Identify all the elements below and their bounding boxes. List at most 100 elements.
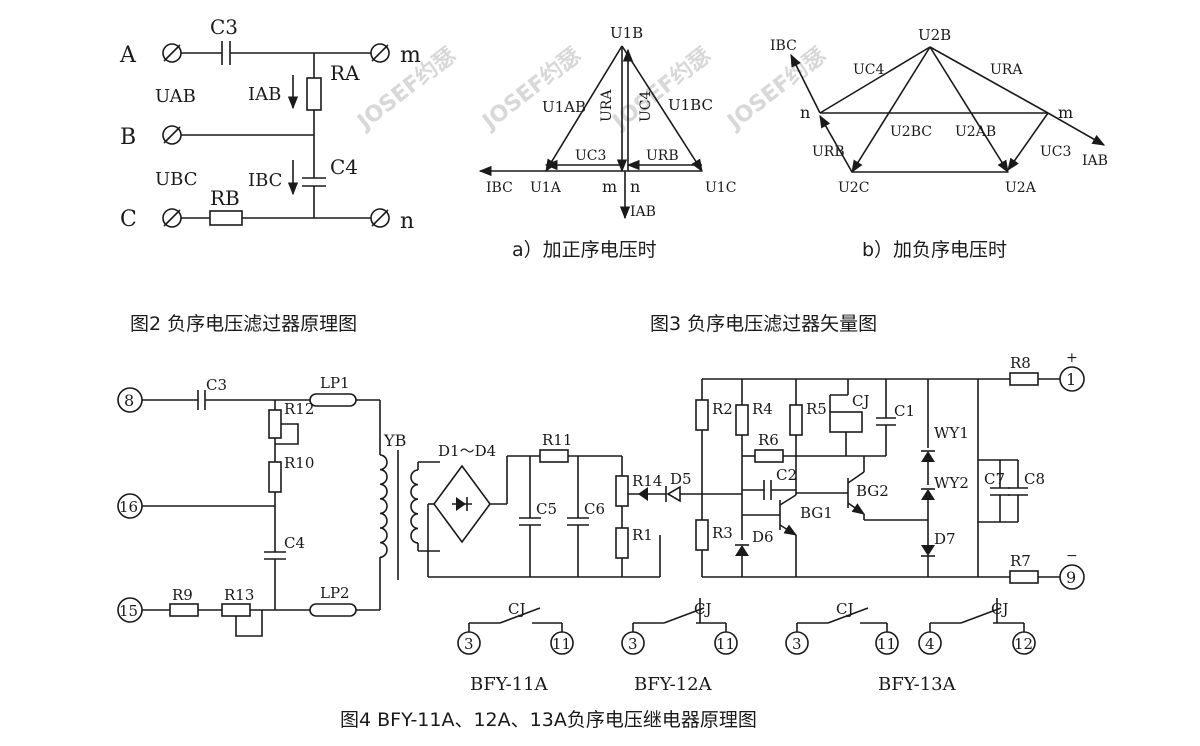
label-U2B: U2B (918, 26, 951, 44)
transistor-BG2 (796, 471, 928, 521)
label-CJ-coil: CJ (852, 392, 870, 410)
watermark-group: JOSEF约瑟 JOSEF约瑟 JOSEF约瑟 JOSEF约瑟 (351, 42, 831, 136)
resistor-R11 (539, 449, 569, 463)
label-C3-f4: C3 (206, 376, 227, 394)
resistor-R1 (615, 527, 629, 559)
label-WY1: WY1 (934, 424, 969, 442)
label-R5: R5 (806, 400, 827, 418)
resistor-RB (209, 210, 243, 226)
svg-text:12: 12 (1014, 635, 1033, 653)
fig2-terminal-A (162, 43, 182, 63)
label-R2: R2 (712, 400, 733, 418)
resistor-R5 (789, 404, 803, 436)
label-RB: RB (210, 186, 240, 210)
svg-text:CJ: CJ (991, 600, 1009, 618)
label-R8: R8 (1010, 354, 1031, 372)
label-U1BC: U1BC (668, 96, 713, 114)
label-C1: C1 (894, 402, 915, 420)
model-BFY-13A: BFY-13A (878, 674, 957, 695)
label-U2A: U2A (1005, 180, 1037, 196)
label-IAB: IAB (248, 84, 281, 105)
label-n: n (400, 209, 414, 234)
figure-4-relay-schematic: 8 16 15 1 9 C3 R12 R10 C4 R9 R13 LP1 LP2 (117, 350, 1085, 637)
label-UC3-3b: UC3 (1040, 144, 1071, 160)
resistor-R2 (695, 399, 709, 431)
label-A: A (119, 43, 137, 68)
label-UC3: UC3 (575, 148, 606, 164)
label-C: C (120, 207, 137, 232)
watermark-4: JOSEF约瑟 (721, 42, 831, 136)
label-IBC-3b: IBC (770, 38, 797, 54)
terminal-9: 9 (1059, 564, 1085, 590)
resistor-R10 (268, 461, 282, 493)
label-R7: R7 (1010, 552, 1031, 570)
figure-3b-negative-sequence: U2B IBC UC4 URA n m U2BC U2AB URB UC3 IA… (770, 26, 1108, 261)
label-IBC-3a: IBC (486, 180, 513, 196)
label-minus: − (1066, 548, 1078, 564)
transformer-primary (379, 454, 388, 558)
label-n-3b: n (800, 103, 810, 122)
fig2-terminal-B (162, 125, 182, 145)
label-URA-3b: URA (990, 62, 1023, 78)
label-D1-D4: D1～D4 (438, 442, 496, 460)
label-U1A: U1A (530, 180, 562, 196)
svg-text:CJ: CJ (508, 600, 526, 618)
terminal-15: 15 (117, 597, 143, 623)
label-IBC: IBC (248, 170, 282, 191)
fig2-terminal-C (162, 208, 182, 228)
label-R3: R3 (712, 524, 733, 542)
label-R10: R10 (284, 454, 314, 472)
label-C5: C5 (536, 500, 557, 518)
label-RA: RA (330, 61, 360, 85)
label-UBC: UBC (155, 169, 198, 190)
label-U2AB: U2AB (955, 124, 996, 140)
label-R11: R11 (542, 431, 572, 449)
label-R6: R6 (758, 431, 779, 449)
svg-text:11: 11 (552, 635, 571, 653)
label-m-3b: m (1058, 103, 1073, 122)
caption-fig4: 图4 BFY-11A、12A、13A负序电压继电器原理图 (340, 709, 757, 731)
label-C2: C2 (776, 466, 797, 484)
svg-text:11: 11 (877, 635, 896, 653)
fig2-terminal-m (370, 43, 390, 63)
label-U2C: U2C (838, 180, 869, 196)
svg-text:1: 1 (1066, 370, 1076, 389)
label-LP1: LP1 (320, 374, 350, 392)
label-R4: R4 (752, 400, 773, 418)
label-U1C: U1C (705, 180, 736, 196)
terminal-8: 8 (117, 387, 143, 413)
caption-fig3a: a）加正序电压时 (512, 239, 657, 261)
label-IAB-3b: IAB (1082, 153, 1108, 169)
svg-text:16: 16 (119, 498, 138, 516)
label-BG2: BG2 (856, 482, 889, 500)
svg-text:3: 3 (464, 635, 474, 653)
label-C6: C6 (584, 500, 605, 518)
label-D5: D5 (670, 470, 692, 488)
label-D6: D6 (752, 528, 774, 546)
label-U1B: U1B (610, 24, 643, 42)
model-BFY-11A: BFY-11A (470, 674, 549, 695)
svg-text:3: 3 (628, 635, 638, 653)
svg-text:CJ: CJ (836, 600, 854, 618)
svg-text:4: 4 (925, 635, 935, 653)
resistor-R14 (615, 475, 629, 507)
label-WY2: WY2 (934, 474, 969, 492)
contact-BFY-13A-nc: 4 12 CJ (918, 598, 1036, 655)
transistor-BG1 (742, 494, 798, 577)
label-R1: R1 (632, 526, 653, 544)
terminal-1: 1 (1059, 366, 1085, 392)
label-R9: R9 (172, 586, 193, 604)
label-UC4-3b: UC4 (853, 62, 885, 78)
caption-fig3: 图3 负序电压滤过器矢量图 (650, 313, 877, 335)
bridge-D1-D4 (433, 464, 491, 544)
resistor-RA (306, 77, 322, 111)
label-URA: URA (599, 89, 615, 122)
svg-text:9: 9 (1066, 568, 1076, 587)
label-LP2: LP2 (320, 584, 350, 602)
label-C8: C8 (1024, 470, 1045, 488)
label-YB: YB (383, 431, 406, 450)
caption-fig3b: b）加负序电压时 (862, 239, 1007, 261)
svg-text:15: 15 (119, 602, 138, 620)
contact-BFY-12A: 3 11 CJ BFY-12A (621, 598, 738, 695)
